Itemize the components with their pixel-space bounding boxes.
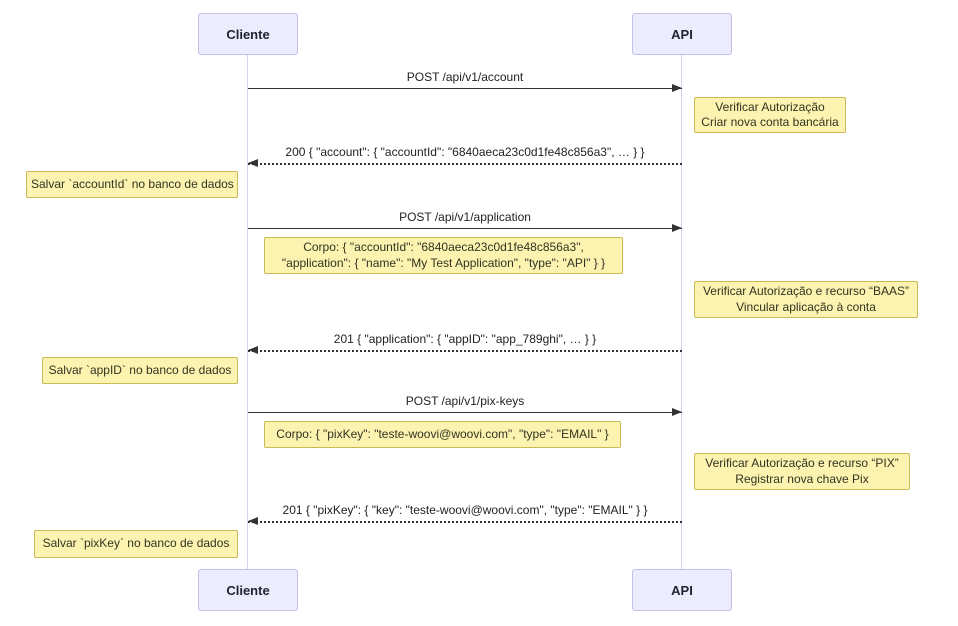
arrowhead-left-icon bbox=[248, 346, 258, 354]
note-body-application: Corpo: { "accountId": "6840aeca23c0d1fe4… bbox=[264, 237, 623, 274]
note-verify-create-account: Verificar Autorização Criar nova conta b… bbox=[694, 97, 846, 133]
note-line: "application": { "name": "My Test Applic… bbox=[281, 255, 606, 270]
participant-cliente-bottom: Cliente bbox=[198, 569, 298, 611]
msg-post-pix-keys: POST /api/v1/pix-keys bbox=[248, 393, 682, 416]
participant-label: API bbox=[671, 26, 693, 42]
note-line: Corpo: { "pixKey": "teste-woovi@woovi.co… bbox=[276, 426, 609, 441]
participant-cliente-top: Cliente bbox=[198, 13, 298, 55]
participant-api-top: API bbox=[632, 13, 732, 55]
message-line bbox=[248, 83, 682, 92]
msg-response-pixkey: 201 { "pixKey": { "key": "teste-woovi@wo… bbox=[248, 502, 682, 525]
msg-response-application: 201 { "application": { "appID": "app_789… bbox=[248, 331, 682, 354]
lifeline-api bbox=[681, 55, 682, 569]
message-label: POST /api/v1/application bbox=[399, 210, 531, 224]
note-line: Verificar Autorização e recurso “PIX” bbox=[705, 456, 899, 470]
message-line bbox=[248, 407, 682, 416]
note-verify-baas: Verificar Autorização e recurso “BAAS” V… bbox=[694, 281, 918, 318]
msg-post-account: POST /api/v1/account bbox=[248, 69, 682, 92]
note-save-accountid: Salvar `accountId` no banco de dados bbox=[26, 171, 238, 198]
note-line: Registrar nova chave Pix bbox=[735, 471, 869, 486]
note-save-appid: Salvar `appID` no banco de dados bbox=[42, 357, 238, 384]
participant-api-bottom: API bbox=[632, 569, 732, 611]
message-label: 201 { "application": { "appID": "app_789… bbox=[333, 332, 597, 346]
message-label: 200 { "account": { "accountId": "6840aec… bbox=[285, 145, 645, 159]
note-line: Criar nova conta bancária bbox=[701, 115, 839, 129]
message-label: POST /api/v1/account bbox=[406, 70, 524, 84]
arrowhead-right-icon bbox=[672, 223, 682, 232]
participant-label: Cliente bbox=[226, 582, 270, 598]
message-line bbox=[248, 517, 682, 525]
participant-label: Cliente bbox=[226, 26, 270, 42]
note-line: Corpo: { "accountId": "6840aeca23c0d1fe4… bbox=[303, 240, 584, 254]
msg-response-account: 200 { "account": { "accountId": "6840aec… bbox=[248, 144, 682, 167]
participant-label: API bbox=[671, 582, 693, 598]
note-verify-pix: Verificar Autorização e recurso “PIX” Re… bbox=[694, 453, 910, 490]
note-line: Salvar `accountId` no banco de dados bbox=[31, 176, 234, 191]
message-line bbox=[248, 223, 682, 232]
arrowhead-right-icon bbox=[672, 407, 682, 416]
arrowhead-right-icon bbox=[672, 83, 682, 92]
note-line: Verificar Autorização bbox=[715, 99, 825, 114]
note-line: Salvar `appID` no banco de dados bbox=[48, 362, 232, 377]
arrowhead-left-icon bbox=[248, 517, 258, 525]
arrowhead-left-icon bbox=[248, 159, 258, 167]
note-line: Vincular aplicação à conta bbox=[736, 299, 876, 314]
lifeline-cliente bbox=[247, 55, 248, 569]
note-body-pixkey: Corpo: { "pixKey": "teste-woovi@woovi.co… bbox=[264, 421, 621, 448]
message-label: 201 { "pixKey": { "key": "teste-woovi@wo… bbox=[282, 503, 648, 517]
note-line: Salvar `pixKey` no banco de dados bbox=[42, 536, 230, 551]
note-line: Verificar Autorização e recurso “BAAS” bbox=[702, 284, 910, 298]
message-line bbox=[248, 346, 682, 354]
note-save-pixkey: Salvar `pixKey` no banco de dados bbox=[34, 530, 238, 558]
msg-post-application: POST /api/v1/application bbox=[248, 209, 682, 232]
message-line bbox=[248, 159, 682, 167]
message-label: POST /api/v1/pix-keys bbox=[405, 394, 525, 408]
